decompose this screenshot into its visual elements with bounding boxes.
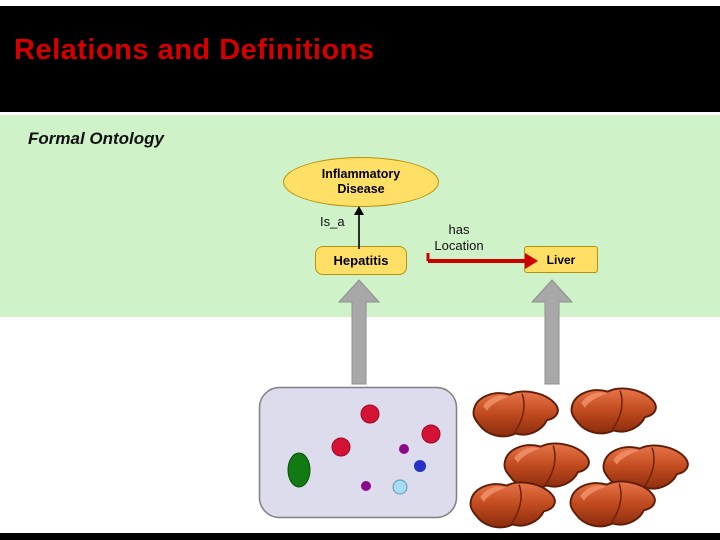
node-liver: Liver: [524, 246, 598, 273]
isa-edge-label: Is_a: [320, 214, 345, 229]
liver-icon: [570, 387, 657, 435]
section-label: Formal Ontology: [28, 129, 164, 148]
liver-icon: [472, 390, 559, 438]
slide-bottom-border: [0, 533, 720, 540]
has-location-edge-label: has Location: [434, 222, 484, 254]
has-location-arrow-icon: [426, 253, 538, 269]
liver-icon: [469, 481, 556, 529]
isa-arrow-icon: [354, 206, 364, 249]
slide-title: Relations and Definitions: [14, 34, 375, 66]
title-bar: [0, 6, 720, 112]
node-hepatitis: Hepatitis: [315, 246, 407, 275]
instance-arrow-icon: [531, 279, 573, 385]
cell-instances-image: [258, 386, 458, 519]
class-node-inflammatory-disease: Inflammatory Disease: [283, 157, 439, 207]
instance-arrow-icon: [338, 279, 380, 385]
liver-icon: [569, 480, 656, 528]
